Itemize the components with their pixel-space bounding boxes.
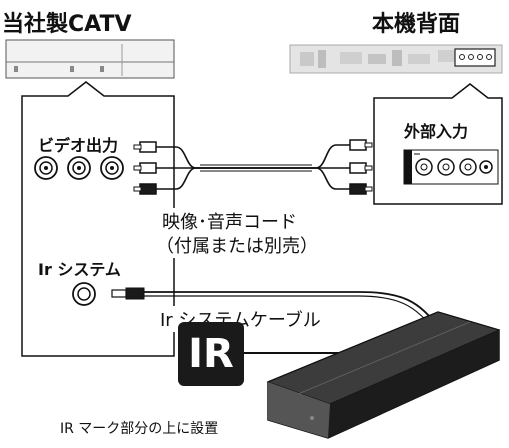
cable-label-line2: （付属または別売） xyxy=(156,232,318,258)
rear-callout-panel xyxy=(373,83,503,205)
placement-note: IR マーク部分の上に設置 xyxy=(60,421,219,437)
ir-system-label: Ir システム xyxy=(38,260,121,279)
ir-badge: IR xyxy=(178,322,244,386)
av-cable-wires xyxy=(156,144,350,190)
external-input-jacks xyxy=(403,149,499,185)
catv-box xyxy=(5,39,175,79)
rear-panel-device xyxy=(289,44,503,74)
left-av-plugs xyxy=(133,141,157,195)
catv-callout-panel xyxy=(21,81,175,357)
ir-system-jack xyxy=(72,282,96,306)
external-input-label: 外部入力 xyxy=(404,122,469,141)
right-av-plugs xyxy=(349,139,373,195)
video-output-label: ビデオ出力 xyxy=(38,136,119,155)
rear-panel-label: 本機背面 xyxy=(372,12,461,37)
recorder-unit xyxy=(266,311,501,439)
catv-device-label: 当社製CATV xyxy=(2,12,132,37)
video-output-jacks xyxy=(34,156,124,180)
cable-label-line1: 映像･音声コード xyxy=(162,208,297,234)
